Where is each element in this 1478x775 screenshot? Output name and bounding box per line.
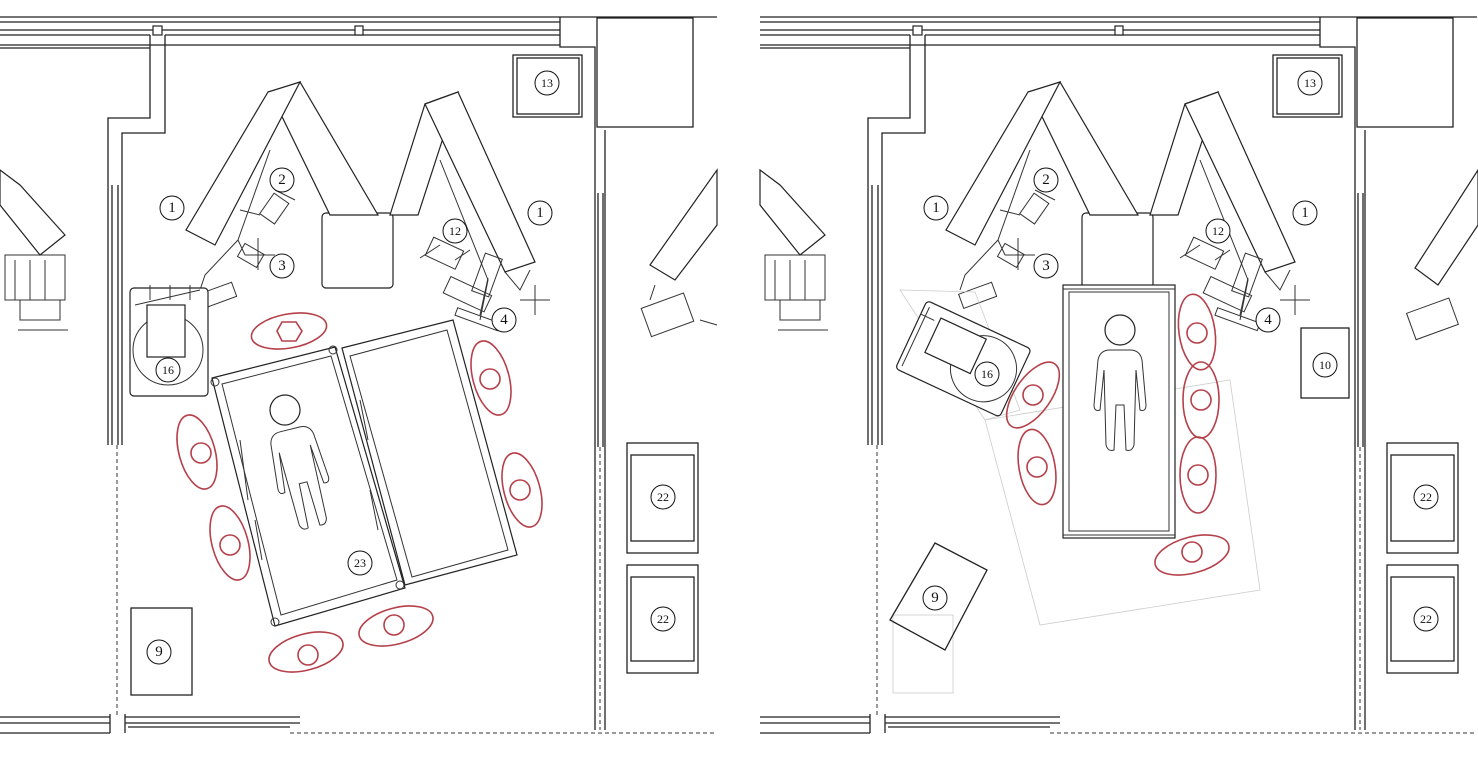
label-cart: 9 [922, 585, 948, 611]
cart [130, 607, 193, 696]
svg-text:2: 2 [278, 172, 286, 188]
svg-text:22: 22 [657, 612, 669, 626]
c-arm-unit [129, 285, 209, 397]
cart [889, 542, 988, 651]
svg-text:12: 12 [449, 224, 461, 238]
svg-text:1: 1 [932, 200, 940, 216]
svg-text:4: 4 [1264, 312, 1272, 328]
svg-text:2: 2 [1042, 172, 1050, 188]
label-instrument-b: 3 [269, 253, 295, 279]
label-base-mount: 4 [491, 307, 517, 333]
label-arm-left: 1 [923, 195, 949, 221]
label-c-arm: 16 [155, 357, 181, 383]
label-monitor: 13 [534, 70, 560, 96]
svg-text:3: 3 [1042, 258, 1050, 274]
svg-text:22: 22 [657, 490, 669, 504]
label-table: 23 [347, 550, 373, 576]
layout-panel-right: 1 1 2 3 4 12 13 16 9 10 22 22 [759, 16, 1478, 734]
svg-text:1: 1 [1301, 205, 1309, 221]
label-instrument-c: 12 [442, 218, 468, 244]
label-arm-left: 1 [159, 195, 185, 221]
svg-text:3: 3 [278, 258, 286, 274]
svg-text:13: 13 [541, 76, 553, 90]
svg-text:9: 9 [931, 590, 939, 606]
staff-positions [1005, 293, 1230, 576]
side-unit [1300, 327, 1350, 399]
svg-text:10: 10 [1319, 358, 1331, 372]
svg-text:23: 23 [354, 556, 366, 570]
label-arm-right: 1 [527, 200, 553, 226]
layout-panel-left: 1 1 2 3 4 12 13 16 9 23 22 22 [0, 16, 718, 734]
adjacent-robot-right-cut [1405, 168, 1478, 341]
svg-text:9: 9 [155, 644, 163, 660]
staff-positions [176, 312, 543, 673]
label-arm-right: 1 [1292, 200, 1318, 226]
svg-text:16: 16 [162, 363, 174, 377]
adjacent-robot-right-cut [640, 168, 718, 338]
label-cabinet-bottom: 22 [1413, 606, 1439, 632]
c-arm-unit [896, 301, 1031, 417]
label-cabinet-top: 22 [650, 484, 676, 510]
label-cabinet-top: 22 [1413, 484, 1439, 510]
label-monitor: 13 [1297, 70, 1323, 96]
svg-text:13: 13 [1304, 76, 1316, 90]
svg-text:22: 22 [1420, 612, 1432, 626]
label-side-unit: 10 [1312, 352, 1338, 378]
label-instrument-a: 2 [269, 167, 295, 193]
svg-text:22: 22 [1420, 490, 1432, 504]
label-cart: 9 [146, 639, 172, 665]
label-instrument-c: 12 [1205, 218, 1231, 244]
svg-text:1: 1 [168, 200, 176, 216]
label-instrument-a: 2 [1033, 167, 1059, 193]
svg-text:12: 12 [1212, 224, 1224, 238]
label-instrument-b: 3 [1033, 253, 1059, 279]
label-cabinet-bottom: 22 [650, 606, 676, 632]
label-base-mount: 4 [1255, 307, 1281, 333]
svg-text:4: 4 [500, 312, 508, 328]
label-c-arm: 16 [974, 361, 1000, 387]
svg-text:16: 16 [981, 367, 993, 381]
svg-text:1: 1 [536, 205, 544, 221]
